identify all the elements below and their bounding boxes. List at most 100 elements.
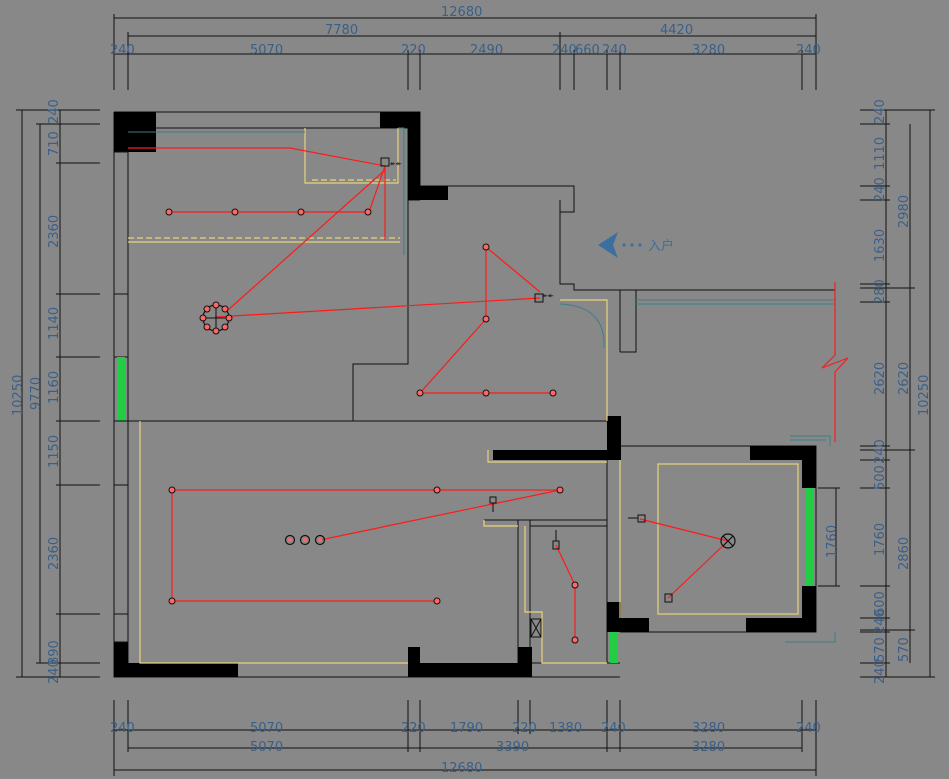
dim-bottom-1: 5070 xyxy=(250,721,283,736)
downlight-icon xyxy=(549,389,557,397)
downlight-icon xyxy=(433,597,441,605)
walls-solid xyxy=(114,112,816,677)
dim-bottom-mid-1: 5070 xyxy=(250,740,283,755)
downlight-icon xyxy=(571,581,579,589)
downlight-icon xyxy=(231,208,239,216)
dim-top-7: 3280 xyxy=(692,43,725,58)
downlight-icon xyxy=(416,389,424,397)
downlight-icon xyxy=(571,636,579,644)
switch-icon xyxy=(552,530,560,550)
fixtures: ↞↞ ↞↞ xyxy=(165,157,736,644)
dim-inner-window: 1760 xyxy=(825,525,840,558)
window-bottom xyxy=(610,632,618,663)
dim-right-4: 280 xyxy=(873,279,888,304)
dim-left-3: 1140 xyxy=(47,307,62,340)
exhaust-fan-icon xyxy=(530,618,542,638)
ceiling-box-top-left xyxy=(128,127,405,255)
dim-top-total: 12680 xyxy=(441,5,482,20)
entry-marker: 入户 xyxy=(598,232,674,258)
dim-left-2: 2360 xyxy=(47,215,62,248)
left-wall-openings xyxy=(113,151,813,663)
dim-right-9: 600 xyxy=(873,591,888,616)
dim-right-0: 240 xyxy=(873,99,888,124)
entry-arrow-icon xyxy=(598,232,618,258)
window-left xyxy=(117,357,125,421)
downlight-icon xyxy=(165,208,173,216)
dim-top-1: 5070 xyxy=(250,43,283,58)
window-right xyxy=(805,488,813,586)
dim-left-7: 890 xyxy=(47,640,62,665)
dim-right-7: 500 xyxy=(873,465,888,490)
dim-right-mid-3: 570 xyxy=(897,637,912,662)
dim-right-mid-2: 2860 xyxy=(897,537,912,570)
dim-top-4: 240 xyxy=(552,43,577,58)
downlight-icon xyxy=(364,208,372,216)
dim-bottom-5: 1380 xyxy=(549,721,582,736)
switch-icon xyxy=(664,593,673,603)
dim-top-8: 240 xyxy=(796,43,821,58)
ceiling-lines xyxy=(128,128,799,664)
dim-right-6: 240 xyxy=(873,439,888,464)
dim-bottom-0: 240 xyxy=(110,721,135,736)
dim-bottom-total: 12680 xyxy=(441,761,482,776)
dim-top-6: 240 xyxy=(602,43,627,58)
dim-bottom-mid-3: 3280 xyxy=(692,740,725,755)
dim-top-3: 2490 xyxy=(470,43,503,58)
dim-bottom-6: 240 xyxy=(601,721,626,736)
downlight-icon xyxy=(168,486,176,494)
dim-right-12: 240 xyxy=(873,659,888,684)
dim-bottom-8: 240 xyxy=(796,721,821,736)
dim-right-10: 240 xyxy=(873,609,888,634)
dim-right-total: 10250 xyxy=(917,375,932,416)
dim-left-0: 240 xyxy=(47,99,62,124)
dim-top-2: 220 xyxy=(401,43,426,58)
walls-outline xyxy=(113,111,836,678)
dim-right-1: 1110 xyxy=(873,137,888,170)
dim-left-mid: 9770 xyxy=(29,377,44,410)
dim-bottom-mid-2: 3390 xyxy=(496,740,529,755)
dim-bottom-7: 3280 xyxy=(692,721,725,736)
dim-bottom-4: 220 xyxy=(512,721,537,736)
chandelier-icon xyxy=(199,301,233,335)
pendant-light-icon xyxy=(284,534,326,546)
svg-text:↞↞: ↞↞ xyxy=(542,292,554,300)
dim-left-1: 710 xyxy=(47,131,62,156)
ceiling-light-x-icon xyxy=(720,533,736,549)
right-dimensions: 10250 2980 2620 2860 570 240 1110 240 16… xyxy=(818,99,935,684)
switch-icon: ↞↞ xyxy=(380,157,402,168)
downlight-icon xyxy=(297,208,305,216)
dim-right-mid-1: 2620 xyxy=(897,362,912,395)
svg-text:↞↞: ↞↞ xyxy=(390,160,402,168)
entry-label: 入户 xyxy=(648,238,674,254)
dim-right-5: 2620 xyxy=(873,362,888,395)
dim-top-mid-2: 4420 xyxy=(660,23,693,38)
switch-icon: ↞↞ xyxy=(534,292,554,303)
switch-icon xyxy=(489,496,497,512)
dim-left-8: 240 xyxy=(47,659,62,684)
dim-left-4: 1160 xyxy=(47,371,62,404)
dim-bottom-3: 1790 xyxy=(450,721,483,736)
dim-bottom-2: 220 xyxy=(401,721,426,736)
dim-right-2: 240 xyxy=(873,177,888,202)
dim-left-5: 1150 xyxy=(47,435,62,468)
bottom-dimensions: 240 5070 220 1790 220 1380 240 3280 240 … xyxy=(110,700,821,776)
downlight-icon xyxy=(556,486,564,494)
downlight-icon xyxy=(482,243,490,251)
dim-right-mid-0: 2980 xyxy=(897,195,912,228)
downlight-icon xyxy=(433,486,441,494)
dim-right-3: 1630 xyxy=(873,229,888,262)
left-dimensions: 10250 9770 240 710 2360 1140 1160 1150 2… xyxy=(11,99,100,684)
dim-right-11: 570 xyxy=(873,637,888,662)
dim-top-5: 660 xyxy=(575,43,600,58)
top-dimensions: 12680 7780 4420 240 5070 220 2490 240 66… xyxy=(110,5,821,90)
downlight-icon xyxy=(168,597,176,605)
dim-top-0: 240 xyxy=(110,43,135,58)
dim-left-6: 2360 xyxy=(47,537,62,570)
dim-left-total: 10250 xyxy=(11,375,26,416)
dim-right-8: 1760 xyxy=(873,523,888,556)
downlight-icon xyxy=(482,315,490,323)
switch-icon xyxy=(628,514,646,523)
downlight-icon xyxy=(482,389,490,397)
dim-top-mid-1: 7780 xyxy=(325,23,358,38)
